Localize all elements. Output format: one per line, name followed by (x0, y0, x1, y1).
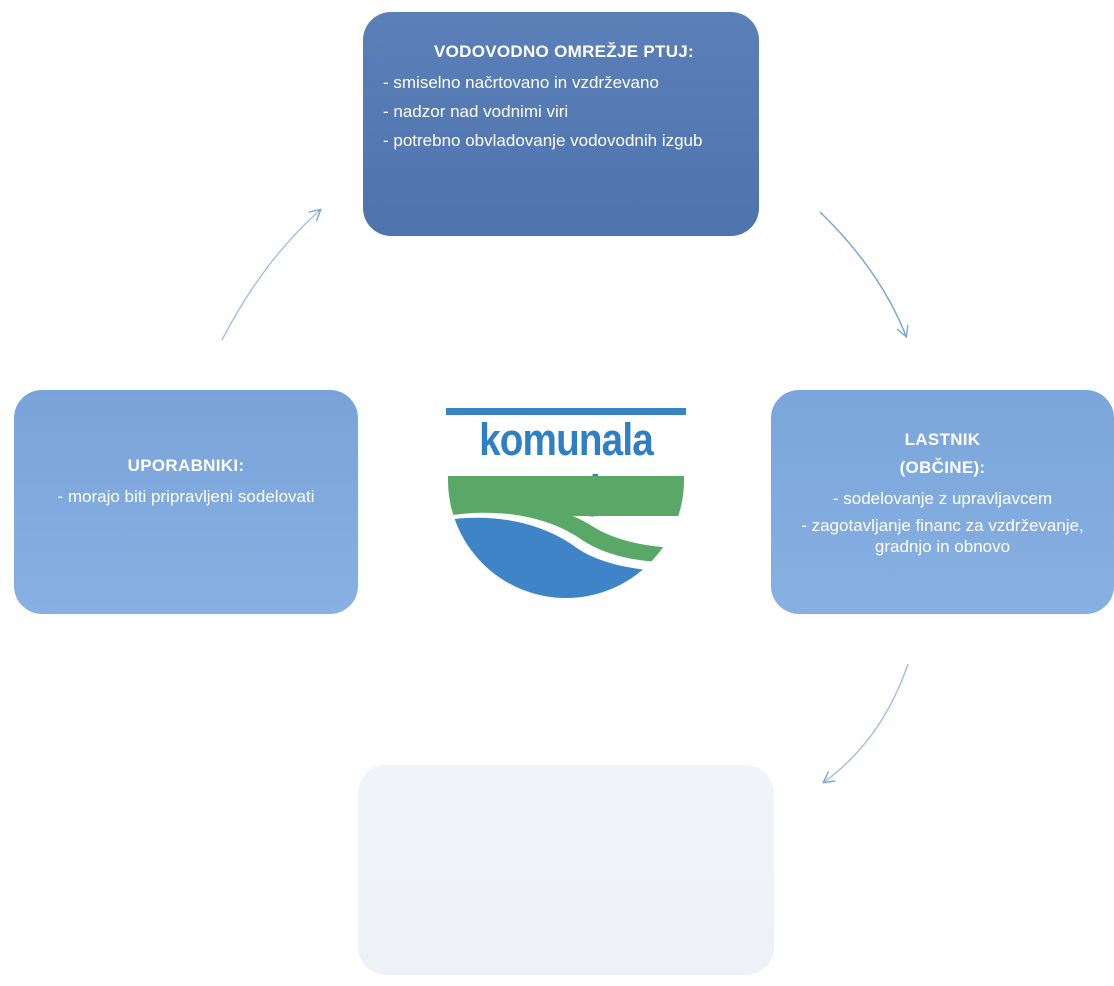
card-water-network: VODOVODNO OMREŽJE PTUJ: - smiselno načrt… (363, 12, 759, 236)
arrow-top-to-right (819, 211, 906, 336)
komunala-ptuj-logo: komunala ptuj (446, 408, 686, 598)
card-water-network-title: VODOVODNO OMREŽJE PTUJ: (433, 42, 695, 61)
arrow-right-to-bottom (824, 663, 909, 782)
card-owner-subtitle: (OBČINE): (899, 458, 986, 477)
card-owner: LASTNIK (OBČINE): - sodelovanje z upravl… (771, 390, 1114, 614)
card-users-line-1: - morajo biti pripravljeni sodelovati (57, 487, 315, 506)
arrow-left-to-top (221, 210, 320, 341)
card-water-network-line-3: - potrebno obvladovanje vodovodnih izgub (383, 131, 703, 150)
card-owner-line-2: - zagotavljanje financ za vzdrževanje, g… (801, 516, 1084, 556)
card-users: UPORABNIKI: - morajo biti pripravljeni s… (14, 390, 358, 614)
card-users-title: UPORABNIKI: (127, 456, 245, 475)
card-owner-title: LASTNIK (904, 430, 981, 449)
logo-top-bar (446, 408, 686, 415)
logo-wave-emblem (448, 476, 684, 598)
card-owner-line-1: - sodelovanje z upravljavcem (832, 489, 1053, 508)
card-water-network-line-2: - nadzor nad vodnimi viri (383, 102, 569, 121)
card-water-network-line-1: - smiselno načrtovano in vzdrževano (383, 73, 659, 92)
card-operator-faded (358, 765, 774, 975)
